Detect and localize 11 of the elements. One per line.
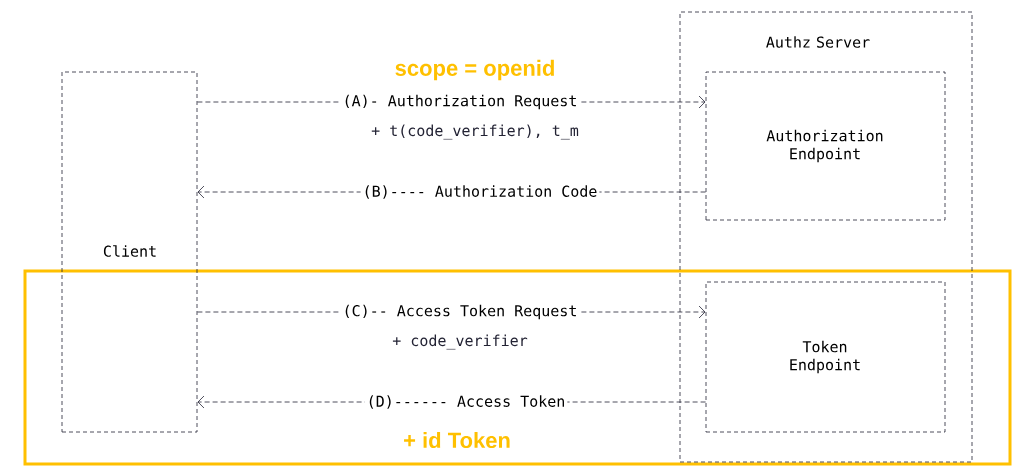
annotation: scope = openid [395,59,554,81]
note-text: + t(code_verifier), t_m [371,124,579,140]
edge-label: (B)---- Authorization Code [360,183,600,201]
edge-label: (A)- Authorization Request [340,92,580,112]
edge-label: (D)------ Access Token [364,393,568,411]
box: Client [61,71,198,433]
edge-label: (C)-- Access Token Request [340,302,580,322]
box: Token Endpoint [705,281,946,433]
annotation: + id Token [404,431,510,449]
box: Authorization Endpoint [705,71,946,221]
note-text: + code_verifier [392,334,528,350]
